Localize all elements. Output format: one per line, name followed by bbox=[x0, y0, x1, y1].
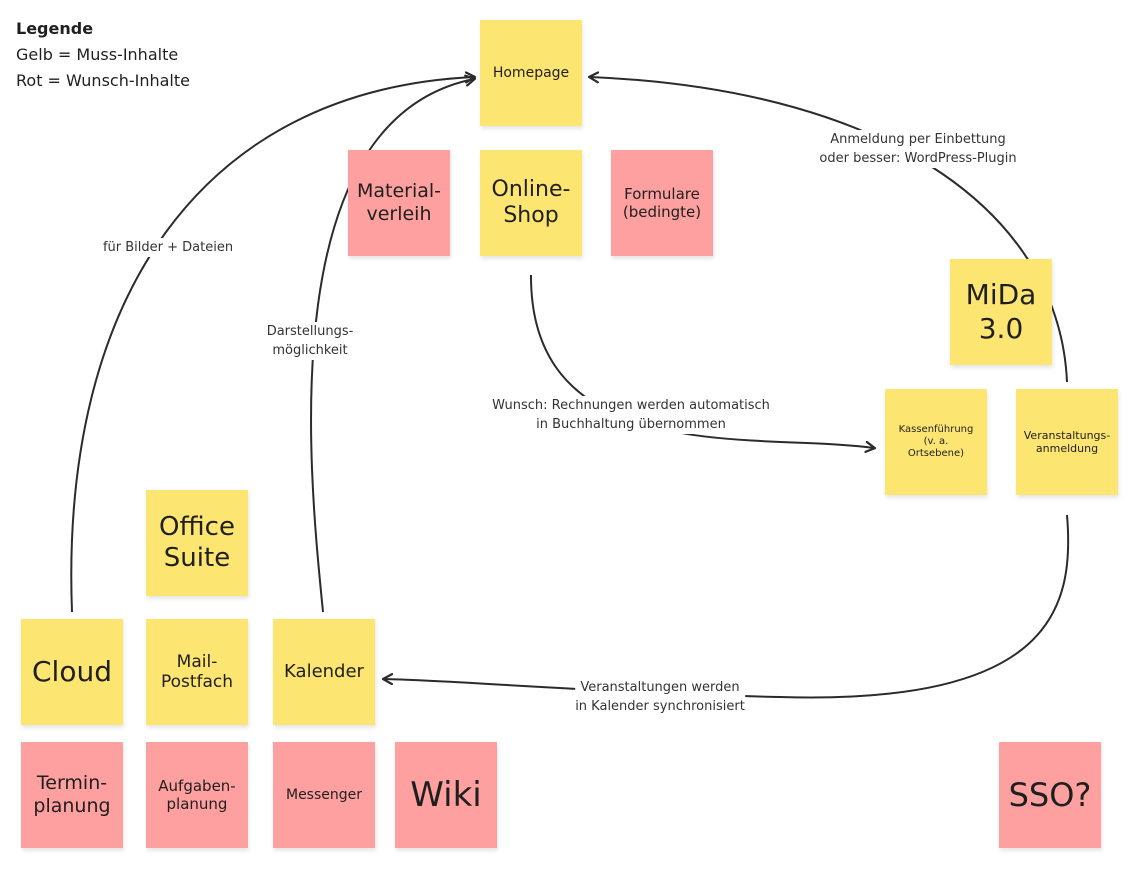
note-wiki[interactable]: Wiki bbox=[395, 742, 497, 848]
edge-label-cloud-homepage: für Bilder + Dateien bbox=[102, 238, 234, 257]
note-materialverleih[interactable]: Material- verleih bbox=[348, 150, 450, 256]
note-homepage[interactable]: Homepage bbox=[480, 20, 582, 126]
arrow-cloud-to-homepage bbox=[70, 77, 474, 613]
note-aufgabenplanung[interactable]: Aufgaben- planung bbox=[146, 742, 248, 848]
note-terminplanung[interactable]: Termin- planung bbox=[21, 742, 123, 848]
legend-red: Rot = Wunsch-Inhalte bbox=[16, 71, 190, 90]
note-kassenfuehrung[interactable]: Kassenführung (v. a. Ortsebene) bbox=[885, 389, 987, 495]
note-messenger[interactable]: Messenger bbox=[273, 742, 375, 848]
note-officesuite[interactable]: Office Suite bbox=[146, 490, 248, 596]
note-onlineshop[interactable]: Online- Shop bbox=[480, 150, 582, 256]
note-cloud[interactable]: Cloud bbox=[21, 619, 123, 725]
note-mida[interactable]: MiDa 3.0 bbox=[950, 259, 1052, 365]
edge-label-veranstaltung-homepage: Anmeldung per Einbettung oder besser: Wo… bbox=[819, 130, 1017, 168]
note-veranstaltungsanmeldung[interactable]: Veranstaltungs- anmeldung bbox=[1016, 389, 1118, 495]
edge-label-veranstaltung-kalender: Veranstaltungen werden in Kalender synch… bbox=[575, 678, 745, 716]
arrow-veranstaltung-to-kalender bbox=[384, 514, 1070, 699]
note-sso[interactable]: SSO? bbox=[999, 742, 1101, 848]
edge-label-shop-kasse: Wunsch: Rechnungen werden automatisch in… bbox=[492, 396, 770, 434]
note-mailpostfach[interactable]: Mail- Postfach bbox=[146, 619, 248, 725]
note-kalender[interactable]: Kalender bbox=[273, 619, 375, 725]
arrow-veranstaltung-to-homepage bbox=[590, 77, 1068, 383]
edge-label-kalender-homepage: Darstellungs- möglichkeit bbox=[266, 322, 354, 360]
note-formulare[interactable]: Formulare (bedingte) bbox=[611, 150, 713, 256]
legend-title: Legende bbox=[16, 19, 94, 38]
legend: Legende Gelb = Muss-Inhalte Rot = Wunsch… bbox=[16, 16, 190, 94]
arrow-kalender-to-homepage bbox=[310, 79, 474, 613]
legend-yellow: Gelb = Muss-Inhalte bbox=[16, 45, 179, 64]
